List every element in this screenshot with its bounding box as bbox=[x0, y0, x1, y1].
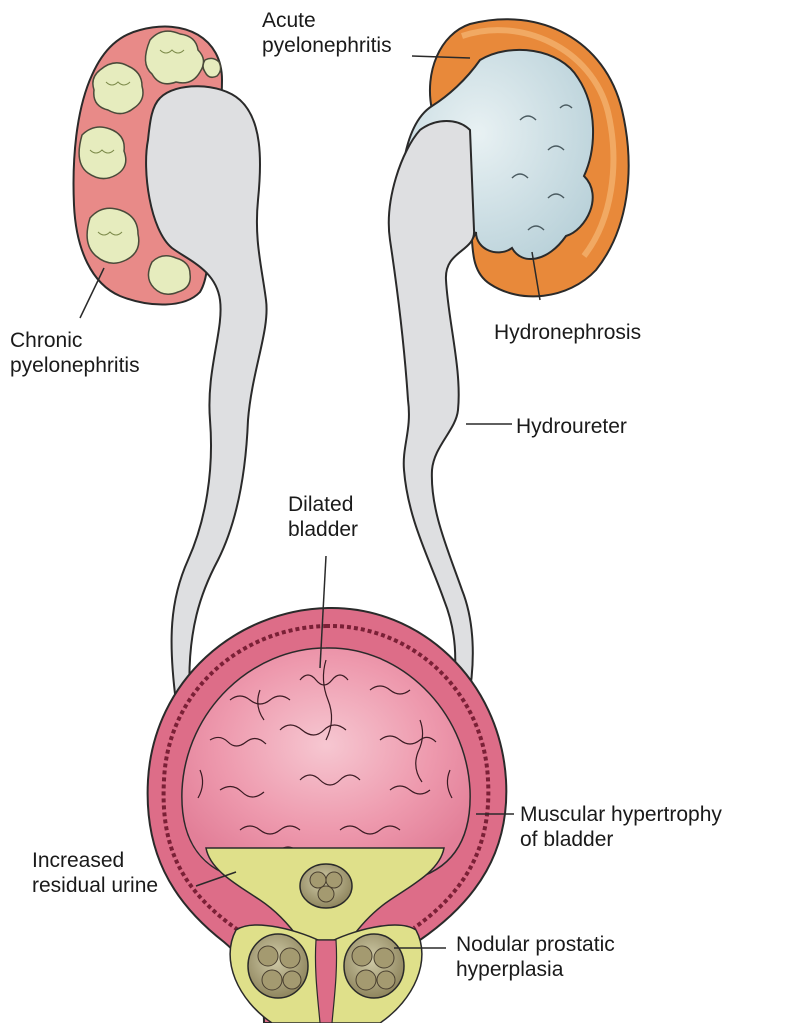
label-dilated-bladder: Dilated bladder bbox=[288, 492, 358, 542]
label-muscular-hypertrophy: Muscular hypertrophy of bladder bbox=[520, 802, 722, 852]
leader-chronic-pyelonephritis bbox=[80, 268, 104, 318]
right-ureter bbox=[389, 121, 474, 702]
label-chronic-pyelonephritis: Chronic pyelonephritis bbox=[10, 328, 140, 378]
label-hydronephrosis: Hydronephrosis bbox=[494, 320, 641, 345]
label-nodular-prostatic-hyperplasia: Nodular prostatic hyperplasia bbox=[456, 932, 615, 982]
label-hydroureter: Hydroureter bbox=[516, 414, 627, 439]
bladder bbox=[148, 608, 507, 1023]
left-ureter bbox=[146, 86, 267, 702]
label-increased-residual-urine: Increased residual urine bbox=[32, 848, 158, 898]
label-acute-pyelonephritis: Acute pyelonephritis bbox=[262, 8, 392, 58]
median-prostate-lobe bbox=[300, 864, 352, 908]
